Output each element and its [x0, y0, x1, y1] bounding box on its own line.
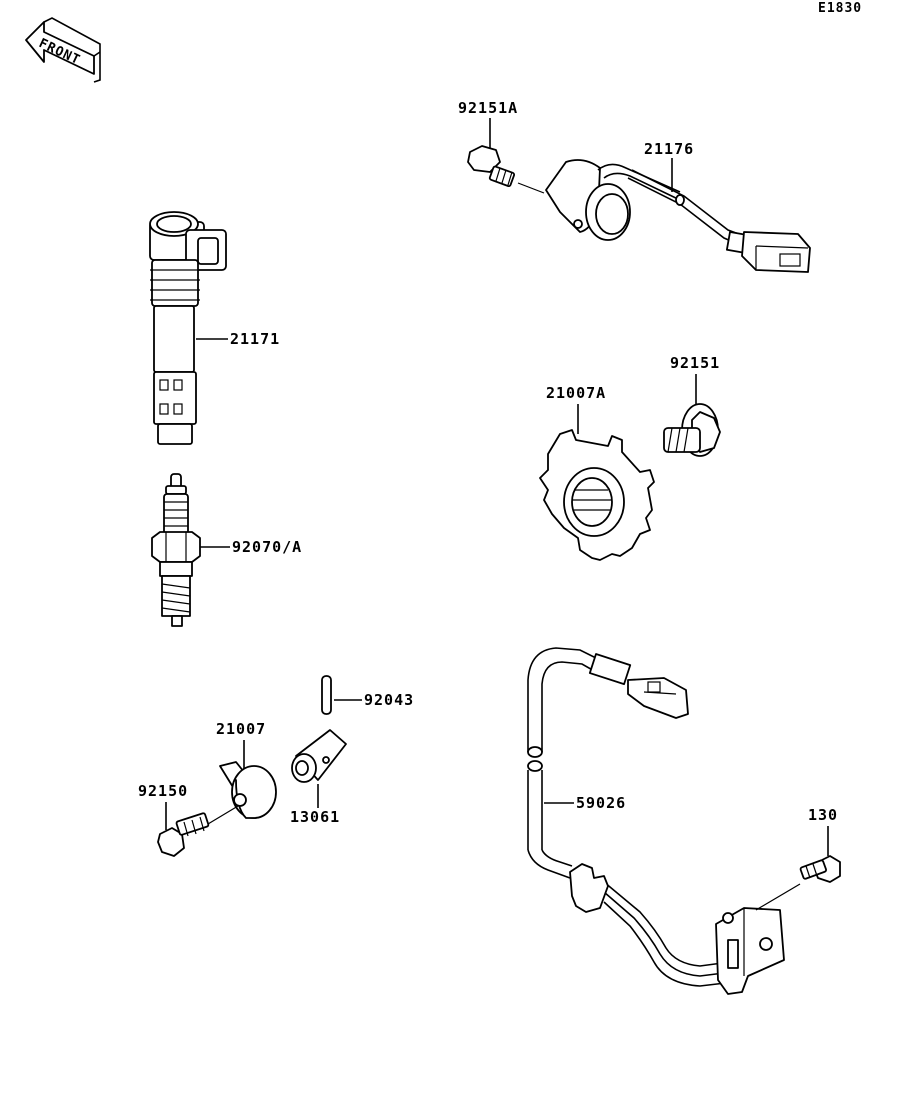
callout-92070a: 92070/A [232, 538, 302, 556]
bolt-92151a [467, 145, 516, 188]
bolt-axis-line [517, 182, 545, 194]
callout-21176: 21176 [644, 140, 694, 158]
timing-rotor [539, 429, 655, 561]
callout-92151a: 92151A [458, 99, 518, 117]
collar-13061 [291, 729, 347, 783]
axis-92150 [207, 805, 239, 825]
bolt-92151 [663, 403, 721, 457]
sensor-21176 [545, 159, 811, 273]
bolt-130 [799, 855, 841, 883]
ignition-coil [149, 211, 227, 445]
rotor-21007 [219, 761, 277, 819]
pin-92043 [321, 675, 332, 715]
callout-21007: 21007 [216, 720, 266, 738]
callout-21007a: 21007A [546, 384, 606, 402]
callout-13061: 13061 [290, 808, 340, 826]
callout-92150: 92150 [138, 782, 188, 800]
callout-130: 130 [808, 806, 838, 824]
figure-code: E1830 [818, 1, 862, 16]
callout-21171: 21171 [230, 330, 280, 348]
callout-92043: 92043 [364, 691, 414, 709]
sensor-harness-59026 [527, 647, 785, 995]
spark-plug [151, 473, 201, 627]
axis-130 [755, 883, 801, 911]
callout-92151: 92151 [670, 354, 720, 372]
callout-59026: 59026 [576, 794, 626, 812]
bolt-92150 [157, 812, 210, 857]
front-arrow-icon: FRONT [25, 17, 101, 83]
